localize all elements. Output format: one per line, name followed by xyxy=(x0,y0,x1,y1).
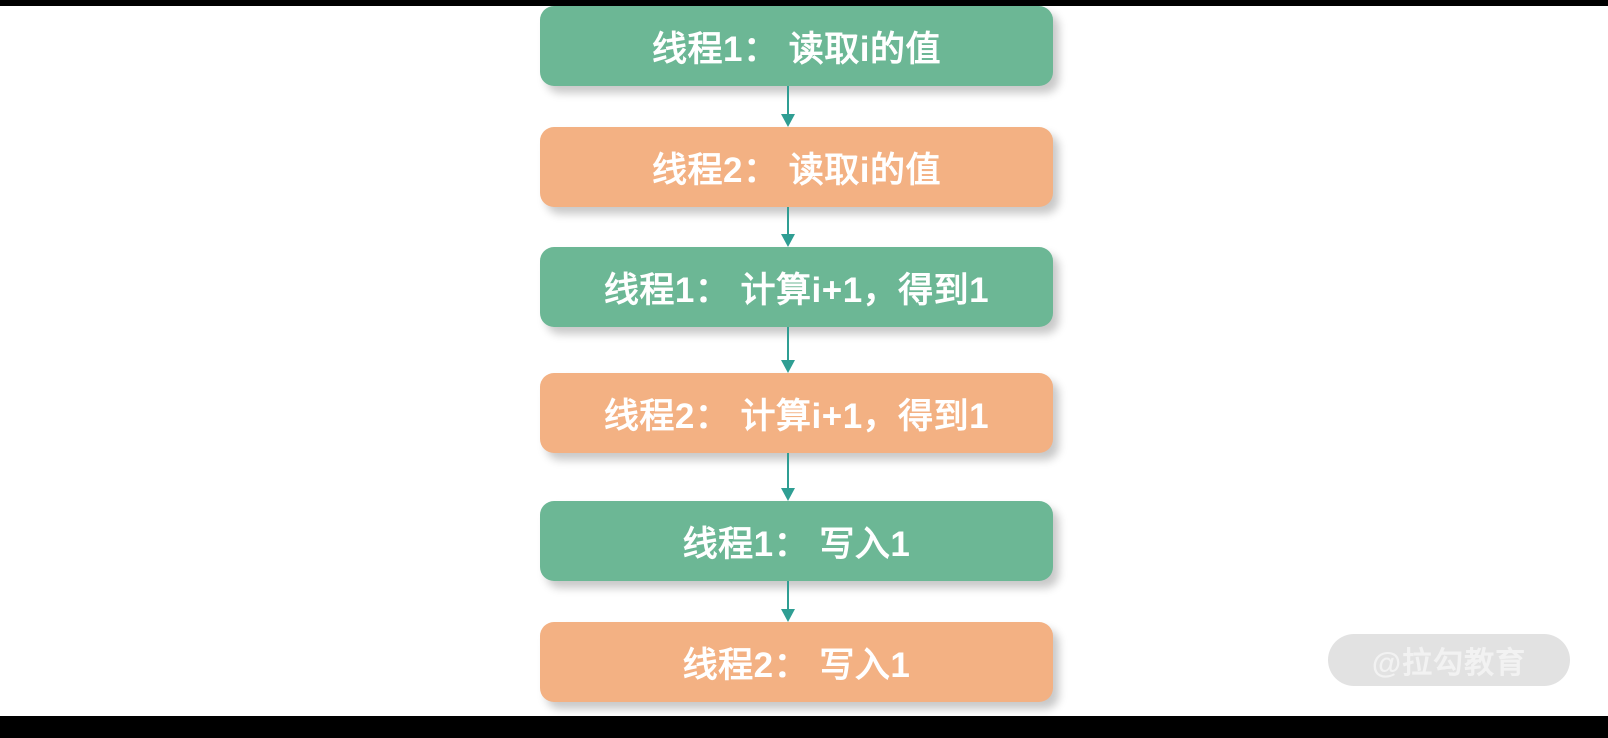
letterbox-bottom xyxy=(0,716,1608,738)
flow-node-4[interactable]: 线程2： 计算i+1，得到1 xyxy=(540,373,1053,453)
connector-line xyxy=(787,581,789,609)
flow-node-6[interactable]: 线程2： 写入1 xyxy=(540,622,1053,702)
flow-node-5[interactable]: 线程1： 写入1 xyxy=(540,501,1053,581)
down-arrow-icon xyxy=(781,114,795,127)
flow-connector-5 xyxy=(779,581,797,622)
down-arrow-icon xyxy=(781,488,795,501)
flow-node-label: 线程2： 计算i+1，得到1 xyxy=(603,396,990,436)
flow-node-label: 线程1： 读取i的值 xyxy=(652,29,941,69)
flow-connector-2 xyxy=(779,207,797,247)
watermark-label: @拉勾教育 xyxy=(1371,647,1527,680)
flow-node-3[interactable]: 线程1： 计算i+1，得到1 xyxy=(540,247,1053,327)
down-arrow-icon xyxy=(781,234,795,247)
connector-line xyxy=(787,453,789,488)
flow-node-label: 线程1： 写入1 xyxy=(682,524,911,564)
flow-connector-4 xyxy=(779,453,797,501)
flow-node-1[interactable]: 线程1： 读取i的值 xyxy=(540,6,1053,86)
connector-line xyxy=(787,207,789,234)
flow-node-2[interactable]: 线程2： 读取i的值 xyxy=(540,127,1053,207)
down-arrow-icon xyxy=(781,609,795,622)
flow-connector-3 xyxy=(779,327,797,373)
connector-line xyxy=(787,86,789,114)
down-arrow-icon xyxy=(781,360,795,373)
flow-node-label: 线程2： 读取i的值 xyxy=(652,150,941,190)
flow-node-label: 线程1： 计算i+1，得到1 xyxy=(603,270,990,310)
flow-connector-1 xyxy=(779,86,797,127)
flow-node-label: 线程2： 写入1 xyxy=(682,645,911,685)
letterbox-top xyxy=(0,0,1608,6)
connector-line xyxy=(787,327,789,360)
watermark-badge: @拉勾教育 xyxy=(1328,634,1570,686)
